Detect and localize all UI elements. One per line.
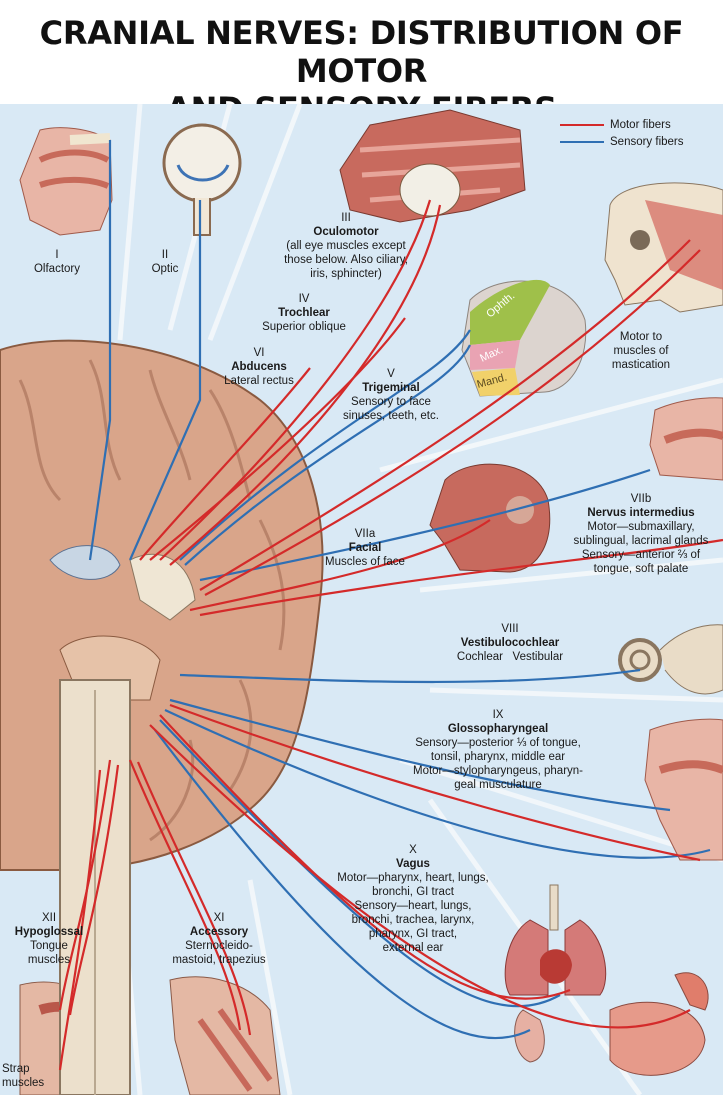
motor-swatch (560, 123, 604, 126)
cochlear-branch: Cochlear (456, 651, 503, 663)
oculomotor-name: Oculomotor (313, 226, 379, 238)
hypoglossal-numeral: XII (41, 912, 57, 924)
glossopharyngeal-desc-3: Motor—stylopharyngeus, pharyn- (412, 765, 584, 777)
oculomotor-numeral: III (341, 212, 351, 224)
optic-numeral: II (161, 249, 169, 261)
label-facial: VIIa Facial Muscles of face (306, 527, 424, 569)
mastication-desc-3: mastication (611, 359, 671, 371)
hypoglossal-name: Hypoglossal (14, 926, 84, 938)
glossopharyngeal-desc-1: Sensory—posterior ⅓ of tongue, (415, 737, 581, 749)
label-oculomotor: III Oculomotor (all eye muscles except t… (256, 211, 436, 281)
label-trigeminal: V Trigeminal Sensory to face sinuses, te… (326, 367, 456, 423)
vagus-numeral: X (409, 844, 417, 856)
legend-sensory: Sensory fibers (560, 133, 684, 150)
intermedius-name: Nervus intermedius (587, 507, 695, 519)
facial-desc: Muscles of face (325, 556, 405, 568)
oral-cavity-illustration (649, 397, 723, 481)
facial-name: Facial (348, 542, 382, 554)
orbit-muscles-illustration (339, 109, 526, 223)
facial-numeral: VIIa (354, 528, 376, 540)
mastication-desc-2: muscles of (613, 345, 669, 357)
oculomotor-desc-3: iris, sphincter) (310, 268, 382, 280)
label-strap-muscles: Strap muscles (2, 1062, 62, 1090)
trochlear-name: Trochlear (278, 307, 330, 319)
strap-desc-2: muscles (2, 1077, 45, 1089)
trochlear-desc: Superior oblique (262, 321, 346, 333)
thoracic-organs-illustration (504, 884, 709, 1076)
label-glossopharyngeal: IX Glossopharyngeal Sensory—posterior ⅓ … (388, 708, 608, 792)
vagus-desc-2: bronchi, GI tract (372, 886, 454, 898)
vestibular-branch: Vestibular (512, 651, 564, 663)
trigeminal-face-illustration: Ophth. Max. Mand. (461, 279, 587, 397)
label-vestibulocochlear: VIII Vestibulocochlear Cochlear Vestibul… (435, 622, 585, 664)
intermedius-desc-3: Sensory—anterior ⅔ of (581, 549, 701, 561)
accessory-name: Accessory (189, 926, 249, 938)
trigeminal-numeral: V (387, 368, 395, 380)
legend-motor: Motor fibers (560, 116, 684, 133)
oculomotor-desc-1: (all eye muscles except (286, 240, 406, 252)
hypoglossal-desc-2: muscles (27, 954, 71, 966)
vestibulocochlear-name: Vestibulocochlear (460, 637, 560, 649)
vagus-desc-3: Sensory—heart, lungs, (354, 900, 472, 912)
oculomotor-desc-2: those below. Also ciliary, (284, 254, 408, 266)
abducens-numeral: VI (253, 347, 265, 359)
vagus-desc-4: bronchi, trachea, larynx, (351, 914, 475, 926)
vagus-desc-5: pharynx, GI tract, (368, 928, 458, 940)
label-optic: II Optic (140, 248, 190, 276)
olfactory-name: Olfactory (33, 263, 80, 275)
intermedius-desc-2: sublingual, lacrimal glands (573, 535, 709, 547)
hypoglossal-desc-1: Tongue (30, 940, 68, 952)
strap-desc-1: Strap (2, 1063, 30, 1075)
vagus-desc-6: external ear (382, 942, 444, 954)
glossopharyngeal-desc-2: tonsil, pharynx, middle ear (430, 751, 566, 763)
glossopharyngeal-name: Glossopharyngeal (447, 723, 549, 735)
abducens-desc: Lateral rectus (224, 375, 294, 387)
eye-illustration (162, 123, 242, 236)
legend: Motor fibers Sensory fibers (560, 116, 684, 150)
label-hypoglossal: XII Hypoglossal Tongue muscles (6, 911, 92, 967)
abducens-name: Abducens (231, 361, 287, 373)
intermedius-desc-4: tongue, soft palate (593, 563, 689, 575)
trigeminal-name: Trigeminal (362, 382, 420, 394)
accessory-desc-2: mastoid, trapezius (172, 954, 266, 966)
vagus-desc-1: Motor—pharynx, heart, lungs, (337, 872, 489, 884)
optic-name: Optic (151, 263, 179, 275)
trigeminal-desc-1: Sensory to face (351, 396, 431, 408)
label-intermedius: VIIb Nervus intermedius Motor—submaxilla… (556, 492, 723, 576)
mastication-desc-1: Motor to (619, 331, 663, 343)
label-vagus: X Vagus Motor—pharynx, heart, lungs, bro… (313, 843, 513, 955)
vestibulocochlear-numeral: VIII (501, 623, 519, 635)
label-accessory: XI Accessory Sternocleido- mastoid, trap… (164, 911, 274, 967)
facial-muscles-illustration (429, 463, 551, 573)
glossopharyngeal-numeral: IX (492, 709, 504, 721)
nose-illustration (19, 127, 113, 236)
label-mastication: Motor to muscles of mastication (596, 330, 686, 372)
brain-base-illustration (0, 339, 324, 1095)
legend-motor-label: Motor fibers (610, 118, 671, 131)
title-line-1: CRANIAL NERVES: DISTRIBUTION OF MOTOR (39, 14, 684, 90)
vestibulocochlear-branches: Cochlear Vestibular (435, 650, 585, 664)
intermedius-numeral: VIIb (630, 493, 652, 505)
inner-ear-illustration (618, 624, 723, 695)
sensory-fiber-paths (88, 140, 711, 1040)
olfactory-numeral: I (55, 249, 59, 261)
pharynx-illustration (644, 718, 723, 861)
legend-sensory-label: Sensory fibers (610, 135, 684, 148)
skull-illustration (604, 182, 723, 313)
accessory-desc-1: Sternocleido- (185, 940, 253, 952)
label-trochlear: IV Trochlear Superior oblique (244, 292, 364, 334)
label-abducens: VI Abducens Lateral rectus (214, 346, 304, 388)
vagus-name: Vagus (396, 858, 430, 870)
label-olfactory: I Olfactory (22, 248, 92, 276)
trochlear-numeral: IV (298, 293, 310, 305)
glossopharyngeal-desc-4: geal musculature (454, 779, 542, 791)
trigeminal-desc-2: sinuses, teeth, etc. (343, 410, 439, 422)
accessory-numeral: XI (213, 912, 225, 924)
sensory-swatch (560, 140, 604, 143)
intermedius-desc-1: Motor—submaxillary, (587, 521, 695, 533)
motor-fiber-paths (58, 199, 723, 1071)
